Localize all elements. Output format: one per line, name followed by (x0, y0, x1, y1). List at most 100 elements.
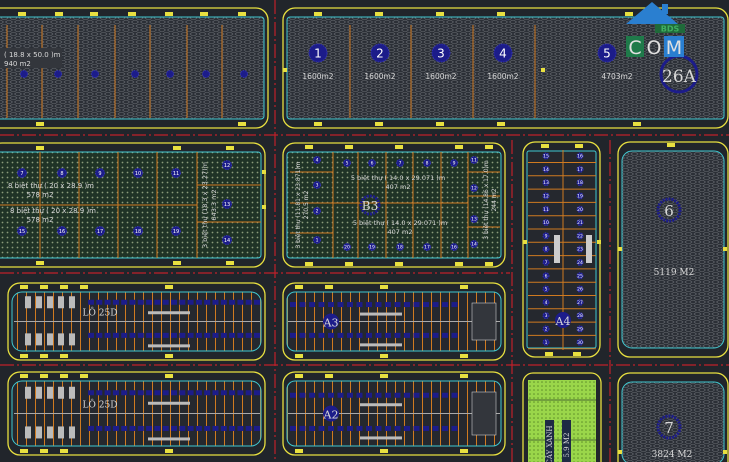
lot-marker[interactable]: 17 (576, 165, 584, 173)
lot-marker[interactable]: 2 (313, 207, 321, 215)
lot-marker[interactable]: 5 (343, 159, 351, 167)
lot-marker[interactable] (366, 425, 372, 431)
lot-marker[interactable] (154, 390, 161, 396)
lot-marker[interactable]: 2 (370, 43, 390, 63)
lot-marker[interactable] (112, 299, 119, 305)
lot-marker[interactable] (171, 299, 177, 305)
lot-marker[interactable] (254, 299, 260, 305)
lot-marker[interactable] (91, 70, 99, 78)
lot-marker[interactable] (337, 392, 344, 398)
lot-marker[interactable]: 9 (450, 159, 458, 167)
lot-marker[interactable] (318, 425, 325, 431)
lot-marker[interactable] (394, 302, 401, 308)
lot-marker[interactable] (299, 392, 306, 398)
lot-marker[interactable]: 20 (576, 205, 584, 213)
lot-marker[interactable] (299, 332, 306, 338)
lot-marker[interactable]: 28 (576, 312, 584, 320)
lot-marker[interactable] (195, 390, 202, 396)
lot-marker[interactable]: 12 (542, 192, 550, 200)
lot-marker[interactable] (245, 425, 252, 431)
lot-marker[interactable] (137, 390, 144, 396)
lot-marker[interactable] (129, 390, 136, 396)
lot-marker[interactable] (347, 332, 353, 338)
lot-marker[interactable] (204, 332, 211, 338)
lot-marker[interactable] (375, 302, 382, 308)
lot-marker[interactable] (385, 302, 391, 308)
lot-marker[interactable]: 1 (313, 236, 321, 244)
lot-marker[interactable] (245, 332, 252, 338)
lot-marker[interactable] (54, 70, 62, 78)
lot-marker[interactable]: 27 (576, 298, 584, 306)
lot-marker[interactable] (356, 392, 363, 398)
lot-marker[interactable] (347, 302, 353, 308)
block-a3[interactable]: A3 (282, 282, 506, 361)
lot-marker[interactable]: 13 (542, 179, 550, 187)
lot-marker[interactable] (220, 425, 227, 431)
lot-marker[interactable] (413, 392, 420, 398)
lot-marker[interactable] (146, 332, 153, 338)
lot-marker[interactable] (104, 332, 111, 338)
lot-marker[interactable] (96, 332, 103, 338)
lot-marker[interactable] (96, 425, 103, 431)
lot-marker[interactable]: 4 (542, 298, 550, 306)
lot-marker[interactable] (229, 332, 236, 338)
lot-marker[interactable] (328, 332, 334, 338)
lot-marker[interactable] (220, 299, 227, 305)
lot-marker[interactable] (328, 302, 334, 308)
lot-marker[interactable]: 1 (308, 43, 328, 63)
lot-marker[interactable] (442, 425, 448, 431)
lot-marker[interactable] (204, 390, 211, 396)
lot-marker[interactable] (337, 425, 344, 431)
lot-marker[interactable]: 20 (343, 243, 351, 251)
lot-marker[interactable]: 9 (95, 168, 105, 178)
lot-marker[interactable] (375, 392, 382, 398)
lot-marker[interactable] (385, 392, 391, 398)
lot-marker[interactable] (171, 390, 177, 396)
lot-marker[interactable]: 9 (542, 232, 550, 240)
lot-marker[interactable] (88, 299, 94, 305)
lot-marker[interactable] (187, 332, 194, 338)
lot-marker[interactable]: 3 (313, 181, 321, 189)
lot-marker[interactable] (162, 425, 169, 431)
lot-marker[interactable] (394, 425, 401, 431)
lot-marker[interactable] (318, 392, 325, 398)
lot-marker[interactable] (162, 390, 169, 396)
lot-marker[interactable] (432, 392, 439, 398)
lot-marker[interactable] (237, 425, 244, 431)
lot-marker[interactable] (146, 390, 153, 396)
lot-marker[interactable] (442, 302, 448, 308)
lot-marker[interactable] (394, 332, 401, 338)
lot-marker[interactable] (171, 332, 177, 338)
lot-marker[interactable]: 2 (542, 325, 550, 333)
lot-marker[interactable] (179, 332, 186, 338)
lot-marker[interactable] (146, 299, 153, 305)
lot-marker[interactable] (451, 302, 458, 308)
lot-marker[interactable]: 22 (576, 232, 584, 240)
lot-marker[interactable] (245, 299, 252, 305)
lot-marker[interactable] (96, 390, 103, 396)
lot-marker[interactable]: 5 (597, 43, 617, 63)
lot-marker[interactable]: 4 (493, 43, 513, 63)
lot-marker[interactable] (394, 392, 401, 398)
lot-marker[interactable]: 18 (396, 243, 404, 251)
lot-marker[interactable]: 17 (95, 226, 105, 236)
lot-marker[interactable] (187, 425, 194, 431)
lot-marker[interactable]: 16 (57, 226, 67, 236)
lot-marker[interactable]: 19 (368, 243, 376, 251)
lot-marker[interactable] (195, 425, 202, 431)
lot-marker[interactable] (137, 299, 144, 305)
lot-marker[interactable] (356, 425, 363, 431)
lot-marker[interactable]: 14 (222, 235, 232, 245)
lot-marker[interactable] (195, 332, 202, 338)
lot-marker[interactable] (366, 392, 372, 398)
lot-marker[interactable] (204, 425, 211, 431)
lot-marker[interactable] (237, 332, 244, 338)
lot-marker[interactable] (212, 390, 219, 396)
lot-marker[interactable] (375, 425, 382, 431)
lot-marker[interactable]: 24 (576, 258, 584, 266)
lot-marker[interactable] (254, 425, 260, 431)
lot-marker[interactable] (356, 302, 363, 308)
